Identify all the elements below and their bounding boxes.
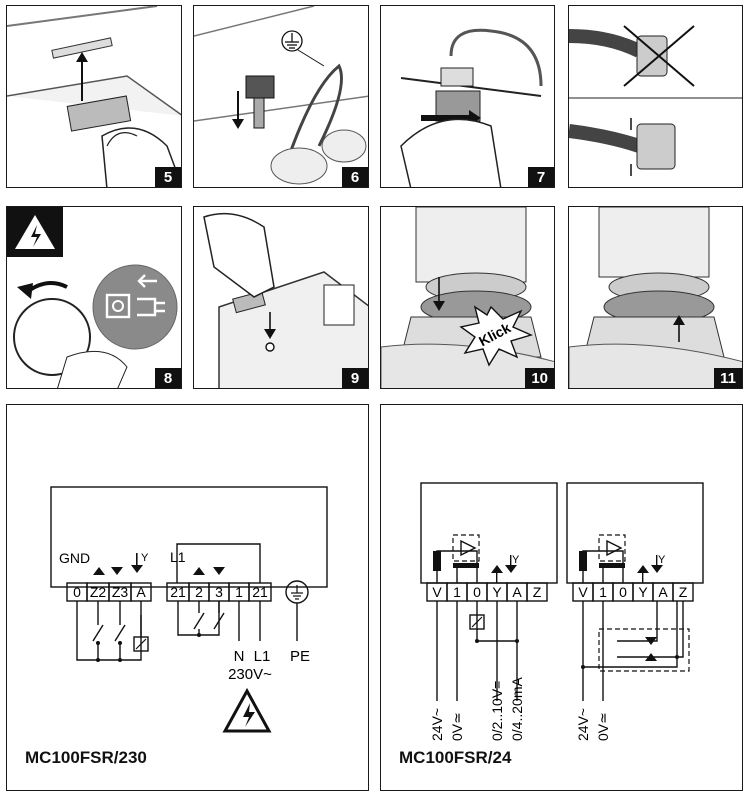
terminal-1: 1 <box>235 584 243 600</box>
zero-v-label: 0V≃ <box>449 712 465 741</box>
actuator-click-illustration: Klick <box>381 207 554 388</box>
terminal-y-b: Y <box>638 584 648 600</box>
l1-label: L1 <box>254 648 271 665</box>
step-10-panel: Klick 10 <box>380 206 555 389</box>
terminal-z2: Z2 <box>90 584 107 600</box>
terminal-z3: Z3 <box>112 584 129 600</box>
diagram-title-24: MC100FSR/24 <box>399 748 512 767</box>
step-8-panel: 8 <box>6 206 182 389</box>
terminal-a: A <box>136 584 146 600</box>
gland-correct-incorrect-illustration <box>569 25 742 176</box>
step-number: 10 <box>525 368 554 388</box>
step-5-panel: 5 <box>6 5 182 188</box>
terminal-21b: 21 <box>252 584 268 600</box>
step-gland-panel <box>568 5 743 188</box>
step-number: 9 <box>342 368 368 388</box>
step-number: 11 <box>714 368 742 388</box>
terminal-v-b: V <box>578 584 588 600</box>
terminal-y: Y <box>492 584 502 600</box>
pe-label: PE <box>290 648 310 665</box>
terminal-z-b: Z <box>679 584 688 600</box>
wiring-diagram-230: GND Y L1 0 Z2 Z3 A 21 2 3 1 21 N L1 230V… <box>50 486 328 733</box>
wiring-panel-24: Y Y V 1 0 Y A Z V 1 0 Y A Z 24V~ 0V≃ 0/2… <box>380 404 743 791</box>
step-7-panel: 7 <box>380 5 555 188</box>
wiring-diagram-24: Y Y V 1 0 Y A Z V 1 0 Y A Z 24V~ 0V≃ 0/2… <box>420 482 704 741</box>
terminal-0: 0 <box>473 584 481 600</box>
supply-24v-label: 24V~ <box>429 708 445 741</box>
wiring-panel-230: GND Y L1 0 Z2 Z3 A 21 2 3 1 21 N L1 230V… <box>6 404 369 791</box>
step-9-panel: 9 <box>193 206 369 389</box>
press-button-illustration <box>203 212 368 388</box>
step-11-panel: 11 <box>568 206 743 389</box>
step-number: 6 <box>342 167 368 187</box>
terminal-a: A <box>512 584 522 600</box>
l1-top-label: L1 <box>170 549 186 565</box>
gnd-label: GND <box>59 550 90 566</box>
terminal-v: V <box>432 584 442 600</box>
terminal-0: 0 <box>73 584 81 600</box>
y-symbol-a: Y <box>512 554 520 566</box>
step-number: 7 <box>528 167 554 187</box>
terminal-2: 2 <box>195 584 203 600</box>
actuator-release-illustration <box>569 207 742 388</box>
supply-label: 230V~ <box>228 666 272 683</box>
terminal-z: Z <box>533 584 542 600</box>
terminal-1: 1 <box>453 584 461 600</box>
diagram-title-230: MC100FSR/230 <box>25 748 147 767</box>
disconnect-power-illustration <box>7 207 178 388</box>
terminal-a-b: A <box>658 584 668 600</box>
step-6-panel: 6 <box>193 5 369 188</box>
connector-plug-illustration <box>7 6 181 187</box>
ground-screw-illustration <box>194 6 368 185</box>
step-number: 8 <box>155 368 181 388</box>
terminal-21a: 21 <box>170 584 186 600</box>
supply-24v-label-b: 24V~ <box>575 708 591 741</box>
y-symbol-b: Y <box>658 554 666 566</box>
zero-v-label-b: 0V≃ <box>595 712 611 741</box>
current-signal-label: 0/4..20mA <box>509 677 525 741</box>
terminal-3: 3 <box>215 584 223 600</box>
terminal-1-b: 1 <box>599 584 607 600</box>
terminal-0-b: 0 <box>619 584 627 600</box>
cable-gland-tighten-illustration <box>400 28 543 187</box>
n-label: N <box>234 648 245 665</box>
step-number: 5 <box>155 167 181 187</box>
voltage-signal-label: 0/2..10V= <box>489 681 505 741</box>
y-symbol: Y <box>141 552 149 564</box>
